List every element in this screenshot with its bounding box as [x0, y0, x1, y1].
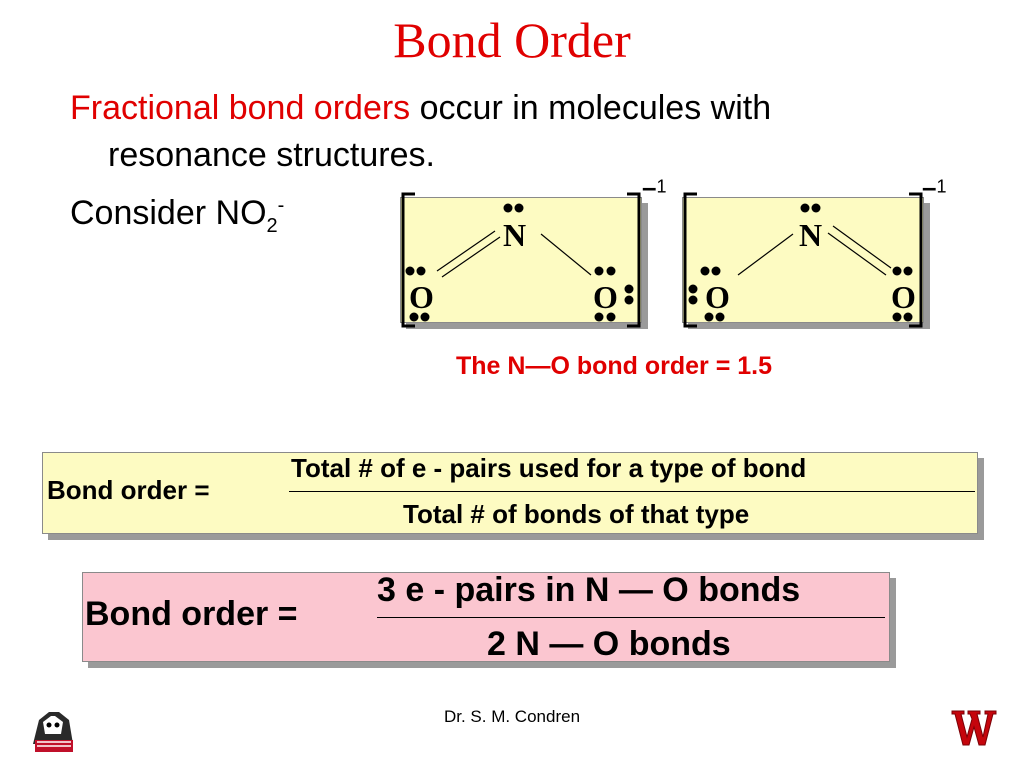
bullet-rest: occur in molecules with — [410, 89, 772, 127]
charge-2-value: 1 — [936, 176, 947, 197]
oxygen-atom-right: O — [891, 279, 916, 315]
fraction-bar — [289, 491, 975, 492]
resonance-structure-2: N O O — [682, 192, 924, 328]
wisconsin-w-logo-icon — [950, 703, 998, 751]
formula-label: Bond order = — [47, 475, 210, 505]
oxygen-atom-right: O — [593, 279, 618, 315]
consider-text: Consider NO — [70, 194, 267, 232]
slide-title: Bond Order — [393, 12, 631, 68]
charge-1-value: 1 — [656, 176, 667, 197]
resonance-structure-1: N O O — [400, 192, 642, 328]
specific-formula-box: Bond order = 3 e - pairs in N — O bonds … — [82, 571, 890, 663]
badger-mascot-icon — [25, 700, 81, 756]
bullet-fractional: Fractional bond orders occur in molecule… — [70, 85, 771, 131]
bullet-continuation: resonance structures. — [108, 136, 435, 174]
nitrogen-atom: N — [799, 217, 822, 253]
bullet-consider: Consider NO2- — [70, 190, 284, 236]
oxygen-atom-left: O — [409, 279, 434, 315]
fraction-bar — [377, 617, 885, 618]
lewis-structure-2-drawing: N O O — [683, 192, 923, 328]
consider-subscript: 2 — [266, 214, 278, 237]
formula-denominator: 2 N — O bonds — [487, 625, 731, 663]
footer-author: Dr. S. M. Condren — [443, 707, 581, 726]
formula-denominator: Total # of bonds of that type — [403, 499, 750, 529]
lewis-structure-1-drawing: N O O — [401, 192, 641, 328]
formula-numerator: 3 e - pairs in N — O bonds — [377, 571, 801, 609]
nitrogen-atom: N — [503, 217, 526, 253]
charge-2: –1 — [922, 172, 947, 202]
oxygen-atom-left: O — [705, 279, 730, 315]
general-formula-box: Bond order = Total # of e - pairs used f… — [42, 452, 978, 534]
formula-numerator: Total # of e - pairs used for a type of … — [291, 453, 807, 483]
bond-order-result: The N—O bond order = 1.5 — [456, 352, 773, 380]
consider-superscript: - — [277, 194, 285, 217]
bullet-highlight: Fractional bond orders — [70, 89, 411, 127]
formula-label: Bond order = — [85, 595, 298, 633]
charge-1: –1 — [642, 172, 667, 202]
